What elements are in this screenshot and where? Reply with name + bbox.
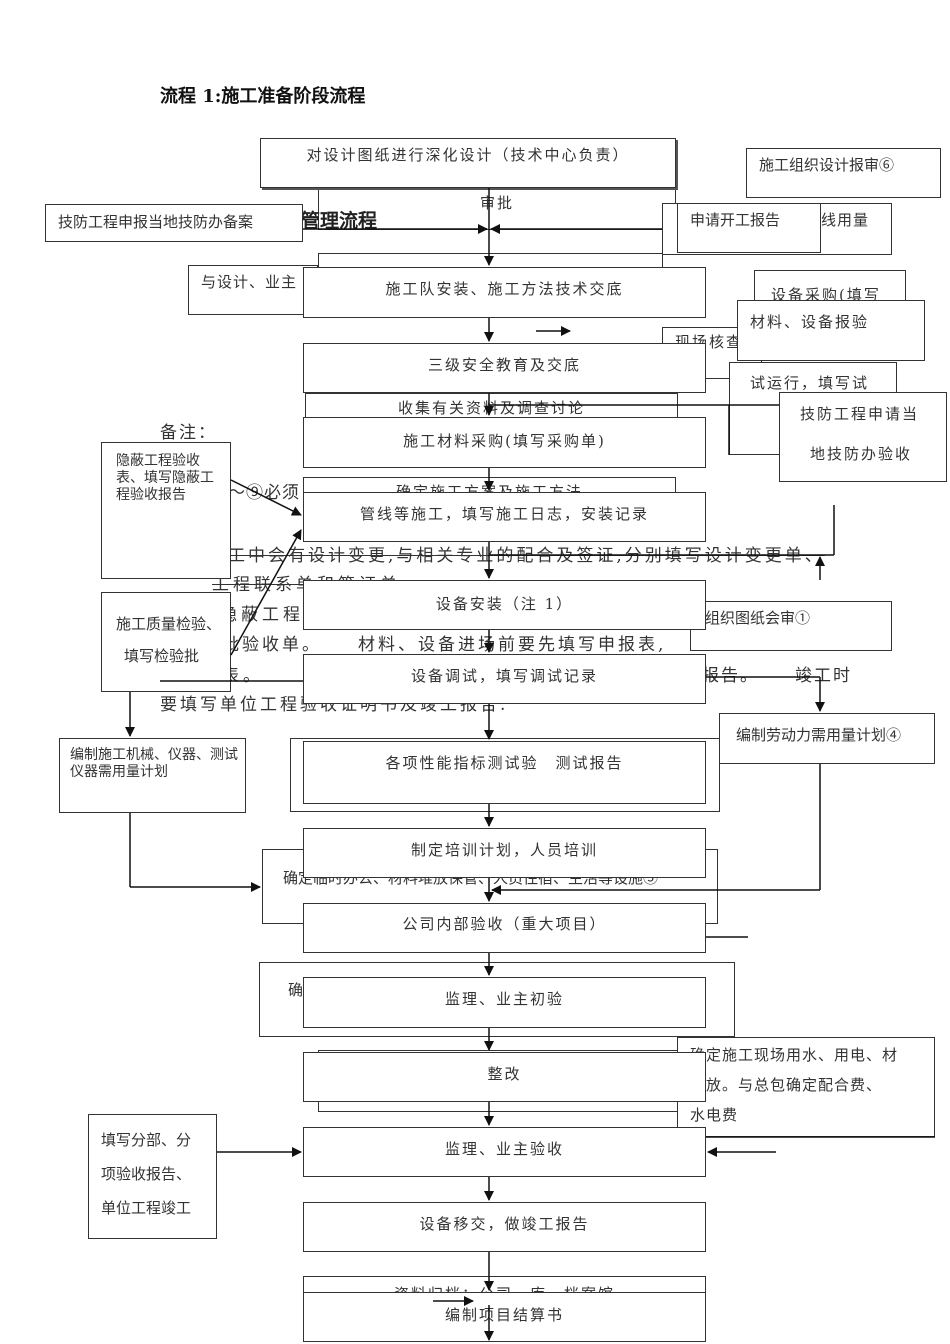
org-design-review-box[interactable]: 施工组织设计报审⑥: [746, 148, 941, 198]
rectification-label: 整改: [487, 1065, 522, 1083]
machinery-plan-box[interactable]: 编制施工机械、仪器、测试仪器需用量计划: [59, 738, 246, 813]
initial-inspection-label: 监理、业主初验: [444, 990, 564, 1008]
note-text-4: 隐蔽工程: [220, 605, 304, 625]
handover-box[interactable]: 设备移交，做竣工报告: [303, 1202, 706, 1252]
site-utilities-line1: 确定施工现场用水、用电、材: [690, 1046, 899, 1064]
material-inspection-label: 材料、设备报验: [750, 313, 870, 331]
note-text-1: ～⑨必须: [228, 483, 300, 503]
site-utilities-line3: 水电费: [690, 1106, 739, 1124]
completion-docs-line3: 单位工程竣工: [101, 1199, 192, 1217]
material-inspection-box[interactable]: 材料、设备报验: [737, 300, 925, 361]
tech-acceptance-box[interactable]: 技防工程申请当 地技防办验收: [779, 392, 947, 482]
material-purchase-box[interactable]: 施工材料采购(填写采购单): [303, 417, 706, 468]
tech-acceptance-line1: 技防工程申请当: [800, 405, 920, 423]
material-purchase-label: 施工材料采购(填写采购单): [403, 432, 606, 450]
initial-inspection-box[interactable]: 监理、业主初验: [303, 977, 706, 1028]
completion-docs-line2: 项验收报告、: [101, 1165, 192, 1183]
quality-inspection-box[interactable]: 施工质量检验、 填写检验批: [101, 592, 231, 692]
quality-inspection-line1: 施工质量检验、: [116, 615, 222, 633]
handover-label: 设备移交，做竣工报告: [419, 1215, 590, 1233]
note-text-8: 报告。: [702, 666, 759, 686]
note-text-9: 竣工时: [795, 666, 852, 686]
safety-education-label: 三级安全教育及交底: [427, 356, 581, 374]
final-acceptance-label: 监理、业主验收: [444, 1140, 564, 1158]
tech-filing-label: 技防工程申报当地技防办备案: [58, 213, 254, 231]
internal-acceptance-box[interactable]: 公司内部验收（重大项目）: [303, 903, 706, 953]
approval-box: 审批: [318, 188, 676, 230]
performance-test-label: 各项性能指标测试验 测试报告: [385, 754, 624, 772]
page-title: 流程 1:施工准备阶段流程: [160, 86, 366, 107]
equipment-purchase-label: 设备采购(填写: [771, 286, 881, 304]
rectification-box[interactable]: 整改: [303, 1052, 706, 1102]
pipeline-qty-label: 线用量: [821, 211, 870, 229]
equipment-install-label: 设备安装（注 1）: [435, 595, 574, 613]
equipment-debug-box[interactable]: 设备调试，填写调试记录: [303, 654, 706, 704]
pipeline-construction-box[interactable]: 管线等施工，填写施工日志，安装记录: [303, 492, 706, 542]
deepen-design-label: 对设计图纸进行深化设计（技术中心负责）: [306, 146, 630, 164]
quality-inspection-line2: 填写检验批: [124, 647, 200, 665]
note-text-6: 材料、设备进场前要先填写申报表,: [358, 635, 667, 655]
site-utilities-line2: 堆放。与总包确定配合费、: [690, 1076, 883, 1094]
completion-docs-box[interactable]: 填写分部、分 项验收报告、 单位工程竣工: [88, 1114, 217, 1239]
site-utilities-box: 确定施工现场用水、用电、材 堆放。与总包确定配合费、 水电费: [677, 1037, 935, 1137]
remark-label: 备注：: [160, 423, 217, 443]
note-text-5: 批验收单。: [222, 635, 322, 655]
deepen-design-box[interactable]: 对设计图纸进行深化设计（技术中心负责）: [260, 138, 676, 188]
labor-plan-box[interactable]: 编制劳动力需用量计划④: [719, 713, 935, 764]
note-text-2: 工中会有设计变更,与相关专业的配合及签证,分别填写设计变更单、: [228, 546, 825, 566]
training-label: 制定培训计划，人员培训: [410, 841, 598, 859]
design-liaison-label: 与设计、业主: [201, 273, 298, 291]
performance-test-box[interactable]: 各项性能指标测试验 测试报告: [303, 741, 706, 804]
collect-info-label: 收集有关资料及调查讨论: [397, 399, 585, 417]
hidden-works-label: 隐蔽工程验收表、填写隐蔽工程验收报告: [116, 453, 214, 503]
internal-acceptance-label: 公司内部验收（重大项目）: [402, 915, 607, 933]
labor-plan-label: 编制劳动力需用量计划④: [736, 726, 902, 744]
tech-briefing-box[interactable]: 施工队安装、施工方法技术交底: [303, 267, 706, 318]
completion-docs-line1: 填写分部、分: [101, 1131, 192, 1149]
safety-education-box[interactable]: 三级安全教育及交底: [303, 343, 706, 393]
equipment-debug-label: 设备调试，填写调试记录: [410, 667, 598, 685]
trial-run-label: 试运行，填写试: [750, 374, 870, 392]
equipment-install-box[interactable]: 设备安装（注 1）: [303, 580, 706, 630]
apply-start-box[interactable]: 申请开工报告: [677, 203, 821, 253]
drawing-review-label: 组织图纸会审①: [705, 609, 811, 627]
settlement-label: 编制项目结算书: [444, 1306, 564, 1324]
approval-label: 审批: [479, 194, 514, 212]
site-utilities-frag-label: 确: [288, 981, 306, 999]
tech-acceptance-line2: 地技防办验收: [810, 445, 913, 463]
drawing-review-box: 组织图纸会审①: [690, 601, 892, 651]
hidden-heading-fragment: 程管理流程: [282, 210, 378, 232]
final-acceptance-box[interactable]: 监理、业主验收: [303, 1127, 706, 1177]
settlement-box[interactable]: 编制项目结算书: [303, 1292, 706, 1342]
tech-briefing-label: 施工队安装、施工方法技术交底: [385, 280, 624, 298]
org-design-review-label: 施工组织设计报审⑥: [759, 156, 895, 174]
training-box[interactable]: 制定培训计划，人员培训: [303, 828, 706, 878]
apply-start-label: 申请开工报告: [690, 211, 781, 229]
design-liaison-box: 与设计、业主: [188, 265, 318, 315]
pipeline-construction-label: 管线等施工，填写施工日志，安装记录: [359, 505, 649, 523]
machinery-plan-label: 编制施工机械、仪器、测试仪器需用量计划: [70, 747, 238, 780]
tech-filing-box[interactable]: 技防工程申报当地技防办备案: [45, 204, 303, 242]
hidden-works-box[interactable]: 隐蔽工程验收表、填写隐蔽工程验收报告: [101, 442, 231, 579]
